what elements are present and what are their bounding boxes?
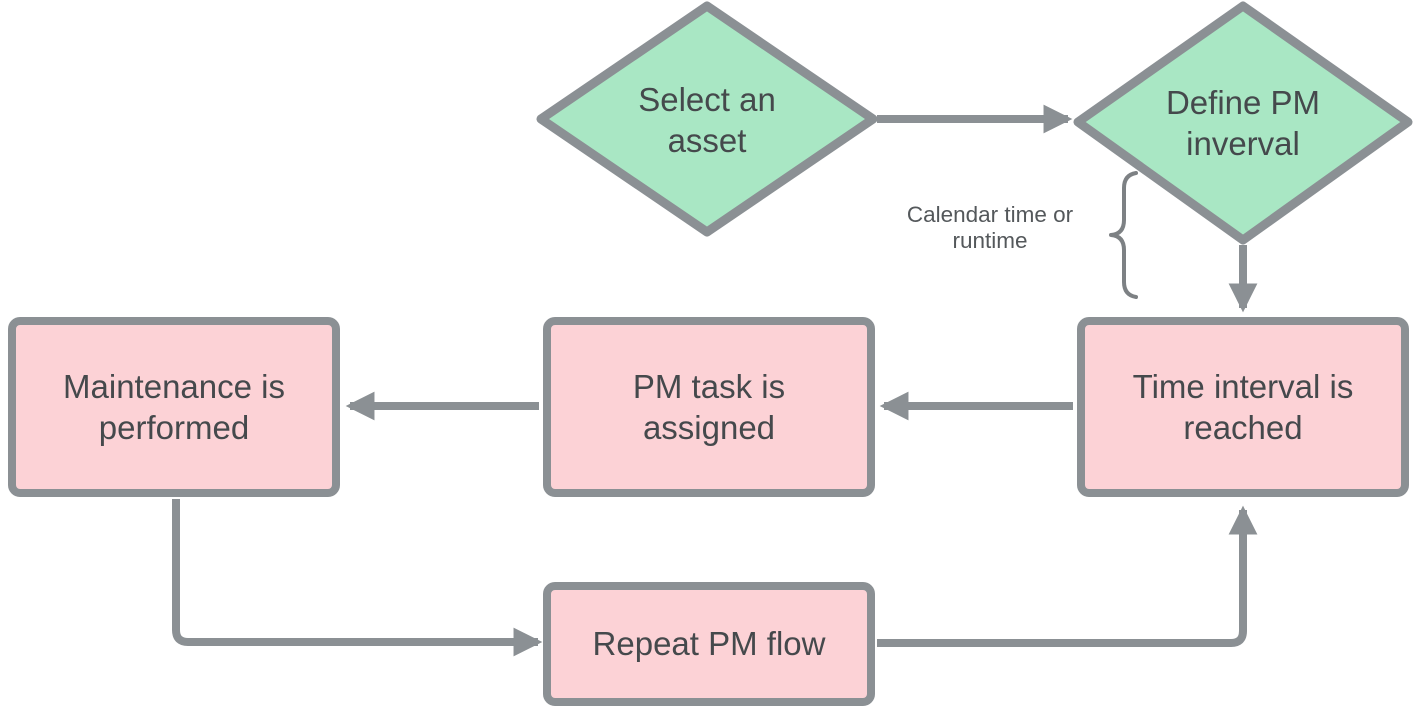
node-label-line: Maintenance is xyxy=(63,367,285,405)
node-label-line: Repeat PM flow xyxy=(592,625,826,663)
diamond-define-pm-interval xyxy=(1073,1,1413,245)
arrow-repeat-to-time-interval xyxy=(877,505,1258,647)
node-label-line: Time interval is xyxy=(1132,367,1354,405)
node-label-line: performed xyxy=(98,409,250,446)
curly-brace xyxy=(1109,171,1138,299)
node-maintenance-is-performed: Maintenance is performed xyxy=(8,317,340,497)
node-pm-task-is-assigned: PM task is assigned xyxy=(543,317,875,497)
diamond-select-an-asset xyxy=(536,1,878,237)
node-label-line: reached xyxy=(1183,409,1303,446)
node-label-line: assigned xyxy=(642,409,776,446)
arrow-maintenance-to-repeat xyxy=(172,499,543,657)
annotation-calendar-time-or-runtime: Calendar time or runtime xyxy=(906,202,1074,254)
node-time-interval-is-reached: Time interval is reached xyxy=(1077,317,1409,497)
node-repeat-pm-flow: Repeat PM flow xyxy=(543,582,875,706)
node-label-line: PM task is xyxy=(632,367,786,405)
